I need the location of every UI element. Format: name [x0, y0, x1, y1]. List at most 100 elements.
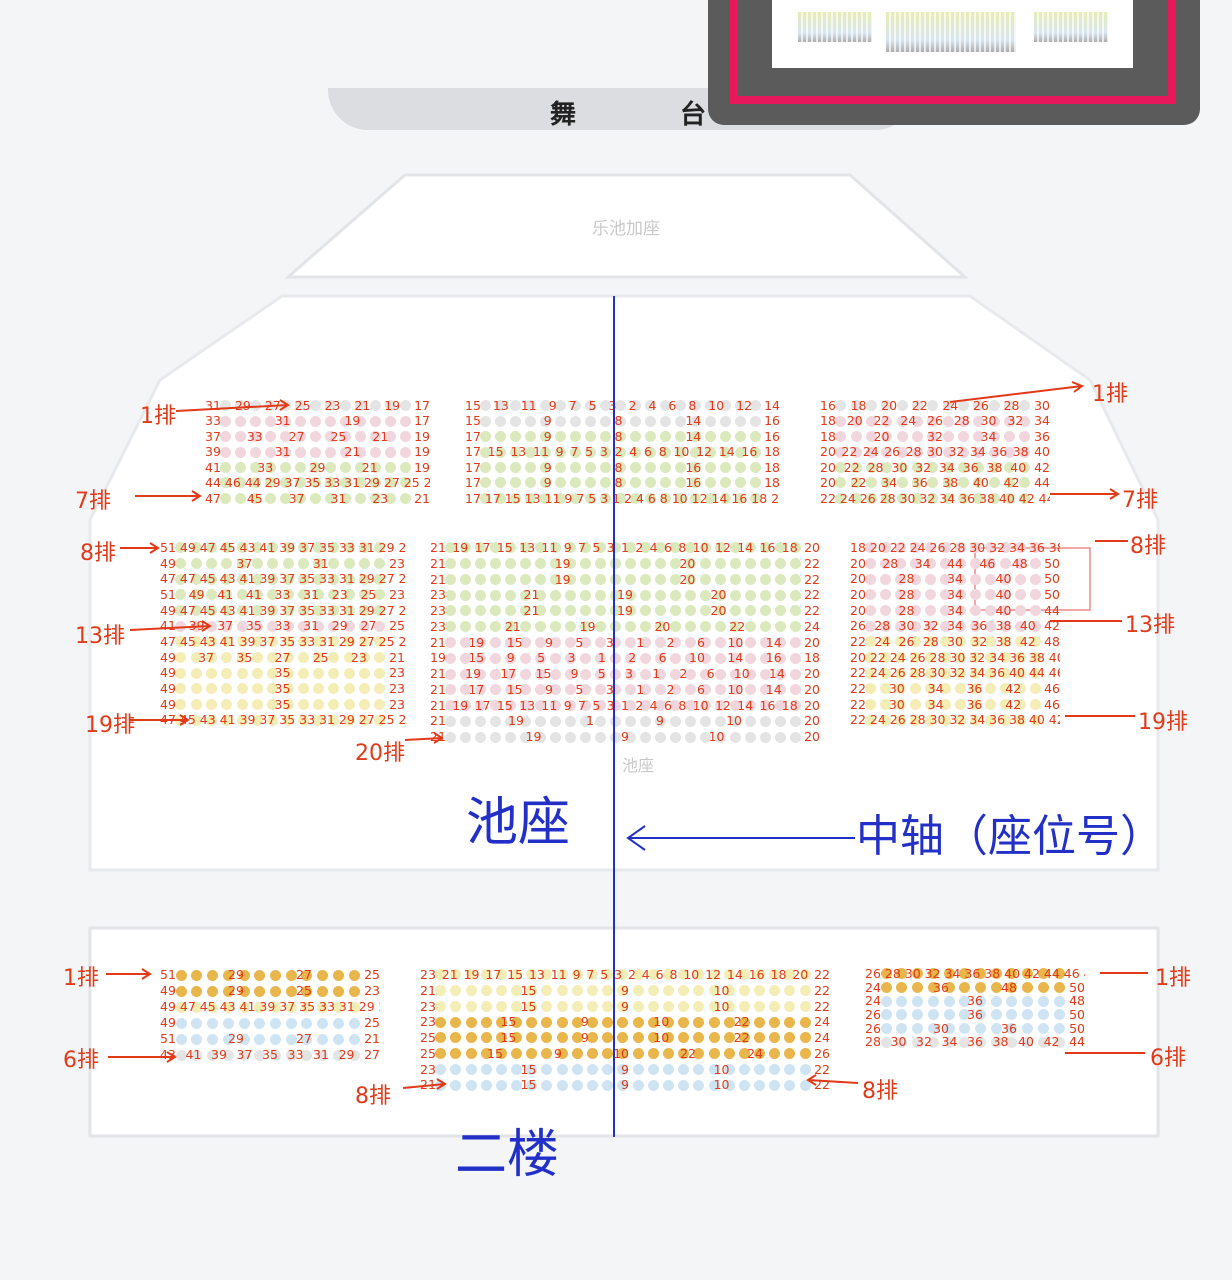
seat[interactable] — [297, 683, 309, 695]
seat[interactable] — [555, 492, 566, 504]
seat[interactable] — [925, 542, 936, 554]
seat[interactable] — [708, 1016, 720, 1028]
seat[interactable] — [270, 1033, 281, 1045]
seat[interactable] — [267, 620, 279, 632]
seat[interactable] — [784, 985, 796, 997]
seat[interactable] — [615, 415, 626, 427]
seat[interactable] — [535, 605, 546, 617]
seat[interactable] — [775, 605, 786, 617]
seat[interactable] — [526, 1032, 538, 1044]
seat[interactable] — [587, 985, 599, 997]
seat[interactable] — [866, 431, 877, 443]
seat[interactable] — [693, 1000, 705, 1012]
seat[interactable] — [865, 714, 876, 726]
seat[interactable] — [190, 667, 202, 679]
seat[interactable] — [550, 731, 561, 743]
seat[interactable] — [896, 400, 908, 412]
seat[interactable] — [374, 683, 386, 695]
seat[interactable] — [760, 621, 771, 633]
seat[interactable] — [267, 558, 279, 569]
seat[interactable] — [910, 636, 921, 648]
seat[interactable] — [251, 699, 263, 710]
seat[interactable] — [495, 985, 507, 997]
seat[interactable] — [190, 605, 202, 616]
seat[interactable] — [282, 652, 294, 663]
seat[interactable] — [625, 558, 636, 570]
seat[interactable] — [295, 431, 306, 443]
seat[interactable] — [645, 492, 656, 504]
seat[interactable] — [880, 573, 891, 585]
seat[interactable] — [236, 652, 248, 663]
seat[interactable] — [301, 1001, 313, 1013]
seat[interactable] — [925, 652, 936, 663]
seat[interactable] — [880, 1009, 892, 1021]
seat[interactable] — [520, 589, 531, 601]
seat[interactable] — [655, 684, 666, 696]
seat[interactable] — [940, 558, 951, 569]
seat[interactable] — [222, 1033, 234, 1045]
seat[interactable] — [632, 1048, 644, 1060]
seat[interactable] — [955, 667, 966, 679]
seat[interactable] — [925, 620, 936, 632]
seat[interactable] — [285, 969, 297, 981]
seat[interactable] — [535, 637, 546, 648]
seat[interactable] — [835, 415, 847, 427]
seat[interactable] — [985, 699, 996, 710]
seat[interactable] — [690, 446, 701, 458]
seat[interactable] — [912, 982, 924, 993]
seat[interactable] — [205, 714, 217, 726]
seat[interactable] — [975, 995, 986, 1007]
seat[interactable] — [775, 558, 786, 570]
seat[interactable] — [625, 652, 636, 664]
seat[interactable] — [555, 477, 566, 489]
seat[interactable] — [662, 969, 674, 981]
seat[interactable] — [865, 699, 876, 710]
seat[interactable] — [880, 1023, 892, 1034]
seat[interactable] — [910, 605, 921, 616]
seat[interactable] — [556, 1032, 568, 1044]
seat[interactable] — [910, 652, 921, 663]
seat[interactable] — [475, 573, 486, 585]
seat[interactable] — [400, 461, 411, 473]
seat[interactable] — [1037, 995, 1049, 1007]
seat[interactable] — [222, 1049, 234, 1061]
seat[interactable] — [927, 982, 939, 993]
seat[interactable] — [693, 1048, 705, 1060]
seat[interactable] — [959, 982, 971, 993]
seat[interactable] — [571, 1079, 583, 1091]
seat[interactable] — [835, 431, 847, 443]
seat[interactable] — [359, 683, 371, 695]
seat[interactable] — [943, 1009, 955, 1021]
seat[interactable] — [942, 415, 954, 427]
seat[interactable] — [535, 621, 546, 633]
seat[interactable] — [1030, 573, 1041, 585]
seat[interactable] — [784, 1063, 796, 1075]
seat[interactable] — [602, 1032, 614, 1044]
seat[interactable] — [550, 589, 561, 601]
seat[interactable] — [670, 668, 681, 680]
seat[interactable] — [555, 400, 566, 412]
seat[interactable] — [285, 1033, 297, 1045]
seat[interactable] — [535, 542, 546, 554]
seat[interactable] — [490, 637, 501, 648]
seat[interactable] — [1053, 982, 1065, 993]
seat[interactable] — [480, 1016, 492, 1028]
seat[interactable] — [490, 621, 501, 633]
seat[interactable] — [1022, 1023, 1034, 1034]
seat[interactable] — [1004, 477, 1015, 489]
seat[interactable] — [850, 431, 862, 443]
seat[interactable] — [370, 415, 381, 427]
seat[interactable] — [595, 573, 606, 585]
seat[interactable] — [927, 431, 939, 443]
seat[interactable] — [745, 605, 756, 617]
seat[interactable] — [799, 969, 811, 981]
seat[interactable] — [205, 589, 217, 601]
seat[interactable] — [236, 589, 248, 601]
seat[interactable] — [267, 699, 279, 710]
seat[interactable] — [571, 1048, 583, 1060]
seat[interactable] — [525, 477, 536, 489]
seat[interactable] — [660, 415, 671, 427]
seat[interactable] — [790, 558, 801, 570]
seat[interactable] — [297, 699, 309, 710]
seat[interactable] — [985, 573, 996, 585]
